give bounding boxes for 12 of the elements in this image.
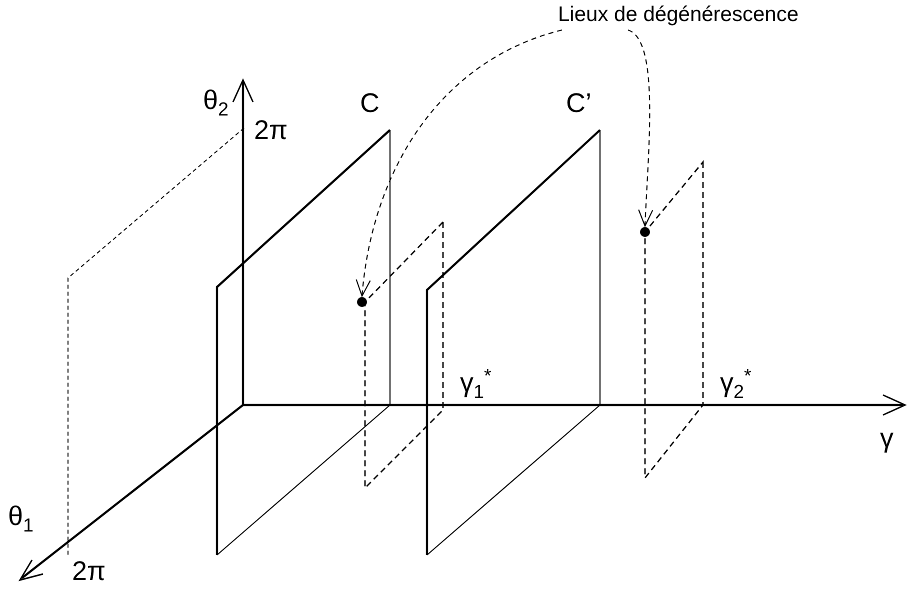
axis-label: γ bbox=[880, 425, 894, 452]
axis-label: C’ bbox=[566, 90, 592, 117]
dashed-arrow bbox=[628, 30, 654, 227]
point-marker bbox=[640, 227, 650, 237]
dashed-arrow bbox=[356, 29, 562, 297]
callout-text: Lieux de dégénérescence bbox=[558, 2, 799, 28]
axis-label: 2π bbox=[254, 117, 288, 144]
point-marker bbox=[357, 297, 367, 307]
axis-label: 2π bbox=[72, 558, 106, 585]
axis-label: C bbox=[360, 90, 380, 117]
axis-label: θ$_{2}$ bbox=[203, 87, 229, 121]
axis-label: θ$_{1}$ bbox=[8, 503, 34, 537]
